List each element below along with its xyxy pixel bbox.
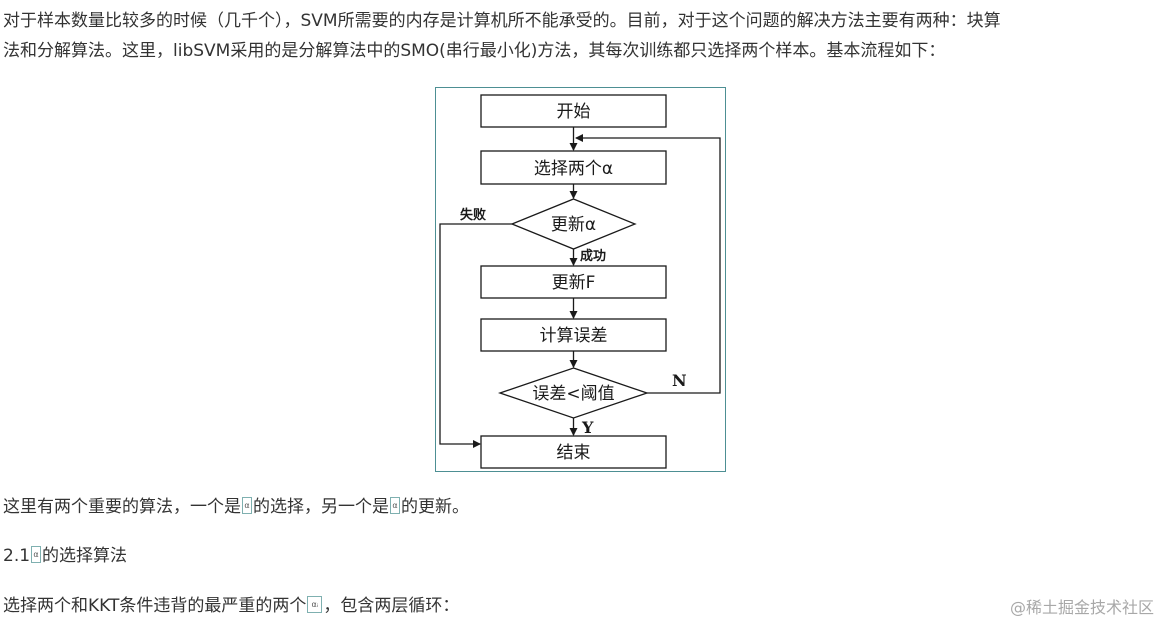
update-f-box [480,265,667,299]
compute-error-label: 计算误差 [540,326,608,346]
section-title: 的选择算法 [42,546,128,566]
start-label: 开始 [557,102,591,122]
arrow-loop-back-n [575,134,721,394]
select-box [480,150,667,185]
update-alpha-label: 更新α [551,215,596,235]
arrow-fail-to-end [439,223,512,448]
smo-flowchart-figure: 开始 选择两个α 更新α 更新F 计算误差 误差<阈值 结束 [435,87,726,472]
algorithms-text-b: 的选择，另一个是 [253,497,389,517]
end-label: 结束 [557,443,591,463]
intro-line-1: 对于样本数量比较多的时候（几千个），SVM所需要的内存是计算机所不能承受的。目前… [3,11,1001,31]
section-number: 2.1 [3,546,31,566]
update-f-label: 更新F [552,273,596,293]
success-label: 成功 [580,248,606,264]
algorithms-text-a: 这里有两个重要的算法，一个是 [3,497,241,517]
algorithms-text-c: 的更新。 [401,497,469,517]
alpha-formula-image-3: α [31,545,42,563]
yes-label: Y [581,418,594,437]
select-label: 选择两个α [534,159,613,179]
selection-text-a: 选择两个和KKT条件违背的最严重的两个 [3,596,307,616]
smo-flowchart: 开始 选择两个α 更新α 更新F 计算误差 误差<阈值 结束 [439,94,721,469]
selection-text-b: ，包含两层循环： [323,596,460,616]
site-watermark: @稀土掘金技术社区 [1009,598,1154,617]
fail-label: 失败 [460,207,486,223]
alpha-formula-image-2: α [390,496,400,514]
alpha-formula-image: α [242,496,252,514]
compute-error-box [480,318,667,352]
intro-paragraph: 对于样本数量比较多的时候（几千个），SVM所需要的内存是计算机所不能承受的。目前… [3,6,1001,66]
start-box [480,94,667,128]
no-label: N [672,371,687,390]
error-check-label: 误差<阈值 [532,384,614,404]
alpha-i-formula-image: αᵢ [307,595,323,613]
intro-line-2: 法和分解算法。这里，libSVM采用的是分解算法中的SMO(串行最小化)方法，其… [3,41,946,61]
end-box [480,435,667,469]
